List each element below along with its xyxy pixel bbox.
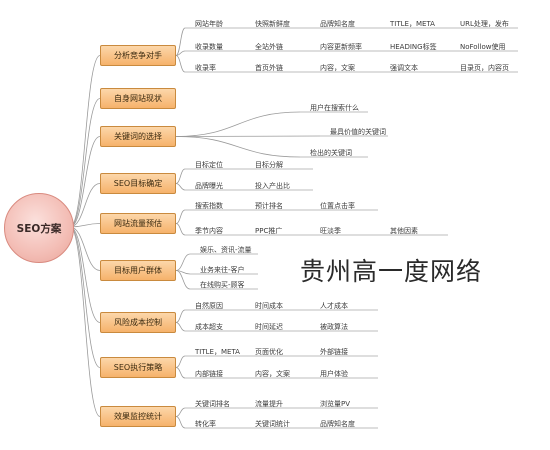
leaf-item: 目标分解 — [255, 161, 283, 169]
leaf-item: 品牌知名度 — [320, 420, 355, 428]
connector-line — [175, 270, 191, 290]
leaf-item: 时间成本 — [255, 302, 283, 310]
root-node: SEO方案 — [4, 193, 74, 263]
connector-line — [69, 226, 101, 368]
connector-line — [175, 135, 321, 137]
connector-line — [175, 27, 186, 56]
leaf-item: 搜索指数 — [195, 202, 223, 210]
connector-line — [175, 209, 186, 224]
leaf-item: 内容更新频率 — [320, 43, 362, 51]
leaf-item: 关键词排名 — [195, 400, 230, 408]
connector-line — [175, 367, 186, 379]
connector-line — [175, 355, 186, 368]
leaf-item: 旺淡季 — [320, 227, 341, 235]
branch-node: SEO执行策略 — [100, 357, 176, 378]
connector-line — [175, 183, 186, 191]
branch-label: 自身网站现状 — [114, 94, 162, 103]
leaf-item: 页面优化 — [255, 348, 283, 356]
leaf-item: 娱乐、资讯-流量 — [200, 246, 252, 254]
leaf-item: 品牌知名度 — [320, 20, 355, 28]
connector-line — [175, 223, 186, 236]
connector-line — [175, 111, 301, 137]
branch-node: 自身网站现状 — [100, 88, 176, 109]
leaf-item: TITLE，META — [390, 20, 435, 28]
root-label: SEO方案 — [16, 222, 62, 235]
leaf-item: PPC推广 — [255, 227, 283, 235]
branch-node: 目标用户群体 — [100, 260, 176, 281]
leaf-item: 外部链接 — [320, 348, 348, 356]
branch-node: 网站流量预估 — [100, 213, 176, 234]
leaf-item: 季节内容 — [195, 227, 223, 235]
connector-line — [69, 55, 101, 228]
leaf-item: 自然原因 — [195, 302, 223, 310]
leaf-item: 收录数量 — [195, 43, 223, 51]
connector-line — [175, 309, 186, 323]
leaf-item: HEADING标签 — [390, 43, 437, 51]
leaf-item: 强调文本 — [390, 64, 418, 72]
connector-line — [175, 416, 186, 429]
leaf-item: 用户在搜索什么 — [310, 104, 359, 112]
leaf-item: 投入产出比 — [255, 182, 290, 190]
leaf-item: 收录率 — [195, 64, 216, 72]
leaf-item: 位置点击率 — [320, 202, 355, 210]
connector-line — [69, 226, 101, 323]
connector-line — [69, 98, 101, 228]
branch-node: 关键词的选择 — [100, 126, 176, 147]
leaf-item: 内部链接 — [195, 370, 223, 378]
leaf-item: 用户体验 — [320, 370, 348, 378]
branch-label: 网站流量预估 — [114, 219, 162, 228]
branch-label: SEO目标确定 — [113, 179, 163, 188]
leaf-item: NoFollow使用 — [460, 43, 506, 51]
branch-label: 风险成本控制 — [114, 318, 162, 327]
leaf-item: 全站外链 — [255, 43, 283, 51]
connector-line — [175, 407, 186, 417]
leaf-item: 时间延迟 — [255, 323, 283, 331]
leaf-item: 目录页，内容页 — [460, 64, 509, 72]
leaf-item: 人才成本 — [320, 302, 348, 310]
leaf-item: 快照新鲜度 — [255, 20, 290, 28]
leaf-item: 关键词统计 — [255, 420, 290, 428]
leaf-item: 在线购买-顾客 — [200, 281, 245, 289]
leaf-item: 网站年龄 — [195, 20, 223, 28]
branch-node: 风险成本控制 — [100, 312, 176, 333]
leaf-item: 转化率 — [195, 420, 216, 428]
connector-line — [175, 322, 186, 332]
branch-label: 关键词的选择 — [114, 132, 162, 141]
leaf-item: 其他因素 — [390, 227, 418, 235]
connector-line — [175, 168, 186, 184]
leaf-item: 预计排名 — [255, 202, 283, 210]
watermark-text: 贵州高一度网络 — [300, 257, 483, 286]
branch-node: 效果监控统计 — [100, 406, 176, 427]
leaf-item: 业务来往-客户 — [200, 266, 245, 274]
leaf-item: 流量提升 — [255, 400, 283, 408]
connector-line — [175, 55, 186, 73]
leaf-item: 内容，文案 — [320, 64, 355, 72]
leaf-item: 检出的关键词 — [310, 149, 352, 157]
leaf-item: 成本超支 — [195, 323, 223, 331]
leaf-item: 被政算法 — [320, 323, 348, 331]
connector-line — [175, 50, 186, 56]
branch-label: SEO执行策略 — [113, 363, 163, 372]
leaf-item: 品牌曝光 — [195, 182, 223, 190]
leaf-item: 最具价值的关键词 — [330, 128, 386, 136]
connector-line — [175, 253, 191, 271]
branch-label: 目标用户群体 — [114, 266, 162, 275]
branch-label: 分析竞争对手 — [114, 51, 162, 60]
leaf-item: 内容，文案 — [255, 370, 290, 378]
leaf-item: URL处理，发布 — [460, 20, 509, 28]
branch-label: 效果监控统计 — [114, 412, 162, 421]
leaf-item: 目标定位 — [195, 161, 223, 169]
leaf-item: 浏览量PV — [320, 400, 351, 408]
connector-line — [175, 136, 301, 158]
connector-line — [69, 136, 101, 228]
branch-node: SEO目标确定 — [100, 173, 176, 194]
branch-node: 分析竞争对手 — [100, 45, 176, 66]
leaf-item: 首页外链 — [255, 64, 283, 72]
leaf-item: TITLE，META — [195, 348, 240, 356]
connector-line — [69, 226, 101, 417]
